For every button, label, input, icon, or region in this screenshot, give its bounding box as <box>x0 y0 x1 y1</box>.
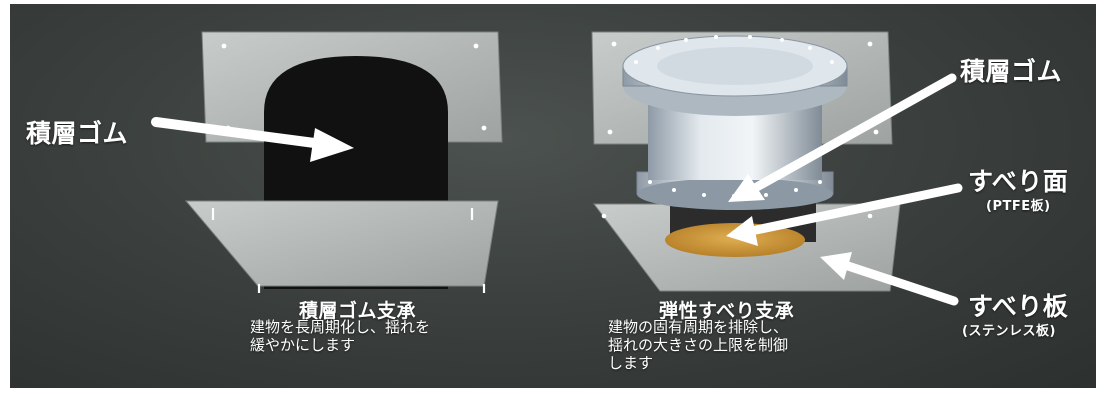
caption-left-line-1: 建物を長周期化し、揺れを <box>250 318 431 336</box>
label-sliding-surface: すべり面 <box>968 167 1069 196</box>
caption-left-line-2: 緩やかにします <box>250 336 356 354</box>
label-stainless-plate: (ステンレス板) <box>962 324 1056 339</box>
left-bottom-plate <box>184 200 499 287</box>
arrow-right-rubber <box>728 73 957 202</box>
arrow-sliding-surface <box>726 183 963 246</box>
caption-left-title: 積層ゴム支承 <box>299 300 417 322</box>
caption-right-line-3: します <box>608 354 654 372</box>
caption-right-title: 弾性すべり支承 <box>659 300 795 322</box>
diagram-panel: 積層ゴム 積層ゴム すべり面 (PTFE板) すべり板 (ステンレス板) 積層ゴ… <box>10 4 1096 388</box>
arrow-sliding-plate <box>820 252 959 306</box>
label-laminated-rubber-left: 積層ゴム <box>26 119 129 148</box>
bearing-illustration <box>151 31 963 306</box>
label-laminated-rubber-right: 積層ゴム <box>960 57 1063 86</box>
caption-right-line-1: 建物の固有周期を排除し、 <box>608 318 789 336</box>
arrows <box>151 73 963 306</box>
label-sliding-plate: すべり板 <box>968 292 1069 321</box>
arrow-left-rubber <box>151 117 354 162</box>
laminated-rubber-bearing <box>184 31 503 293</box>
elastic-sliding-bearing <box>591 31 901 292</box>
label-ptfe-plate: (PTFE板) <box>986 199 1051 214</box>
caption-right-line-2: 揺れの大きさの上限を制御 <box>608 336 789 354</box>
